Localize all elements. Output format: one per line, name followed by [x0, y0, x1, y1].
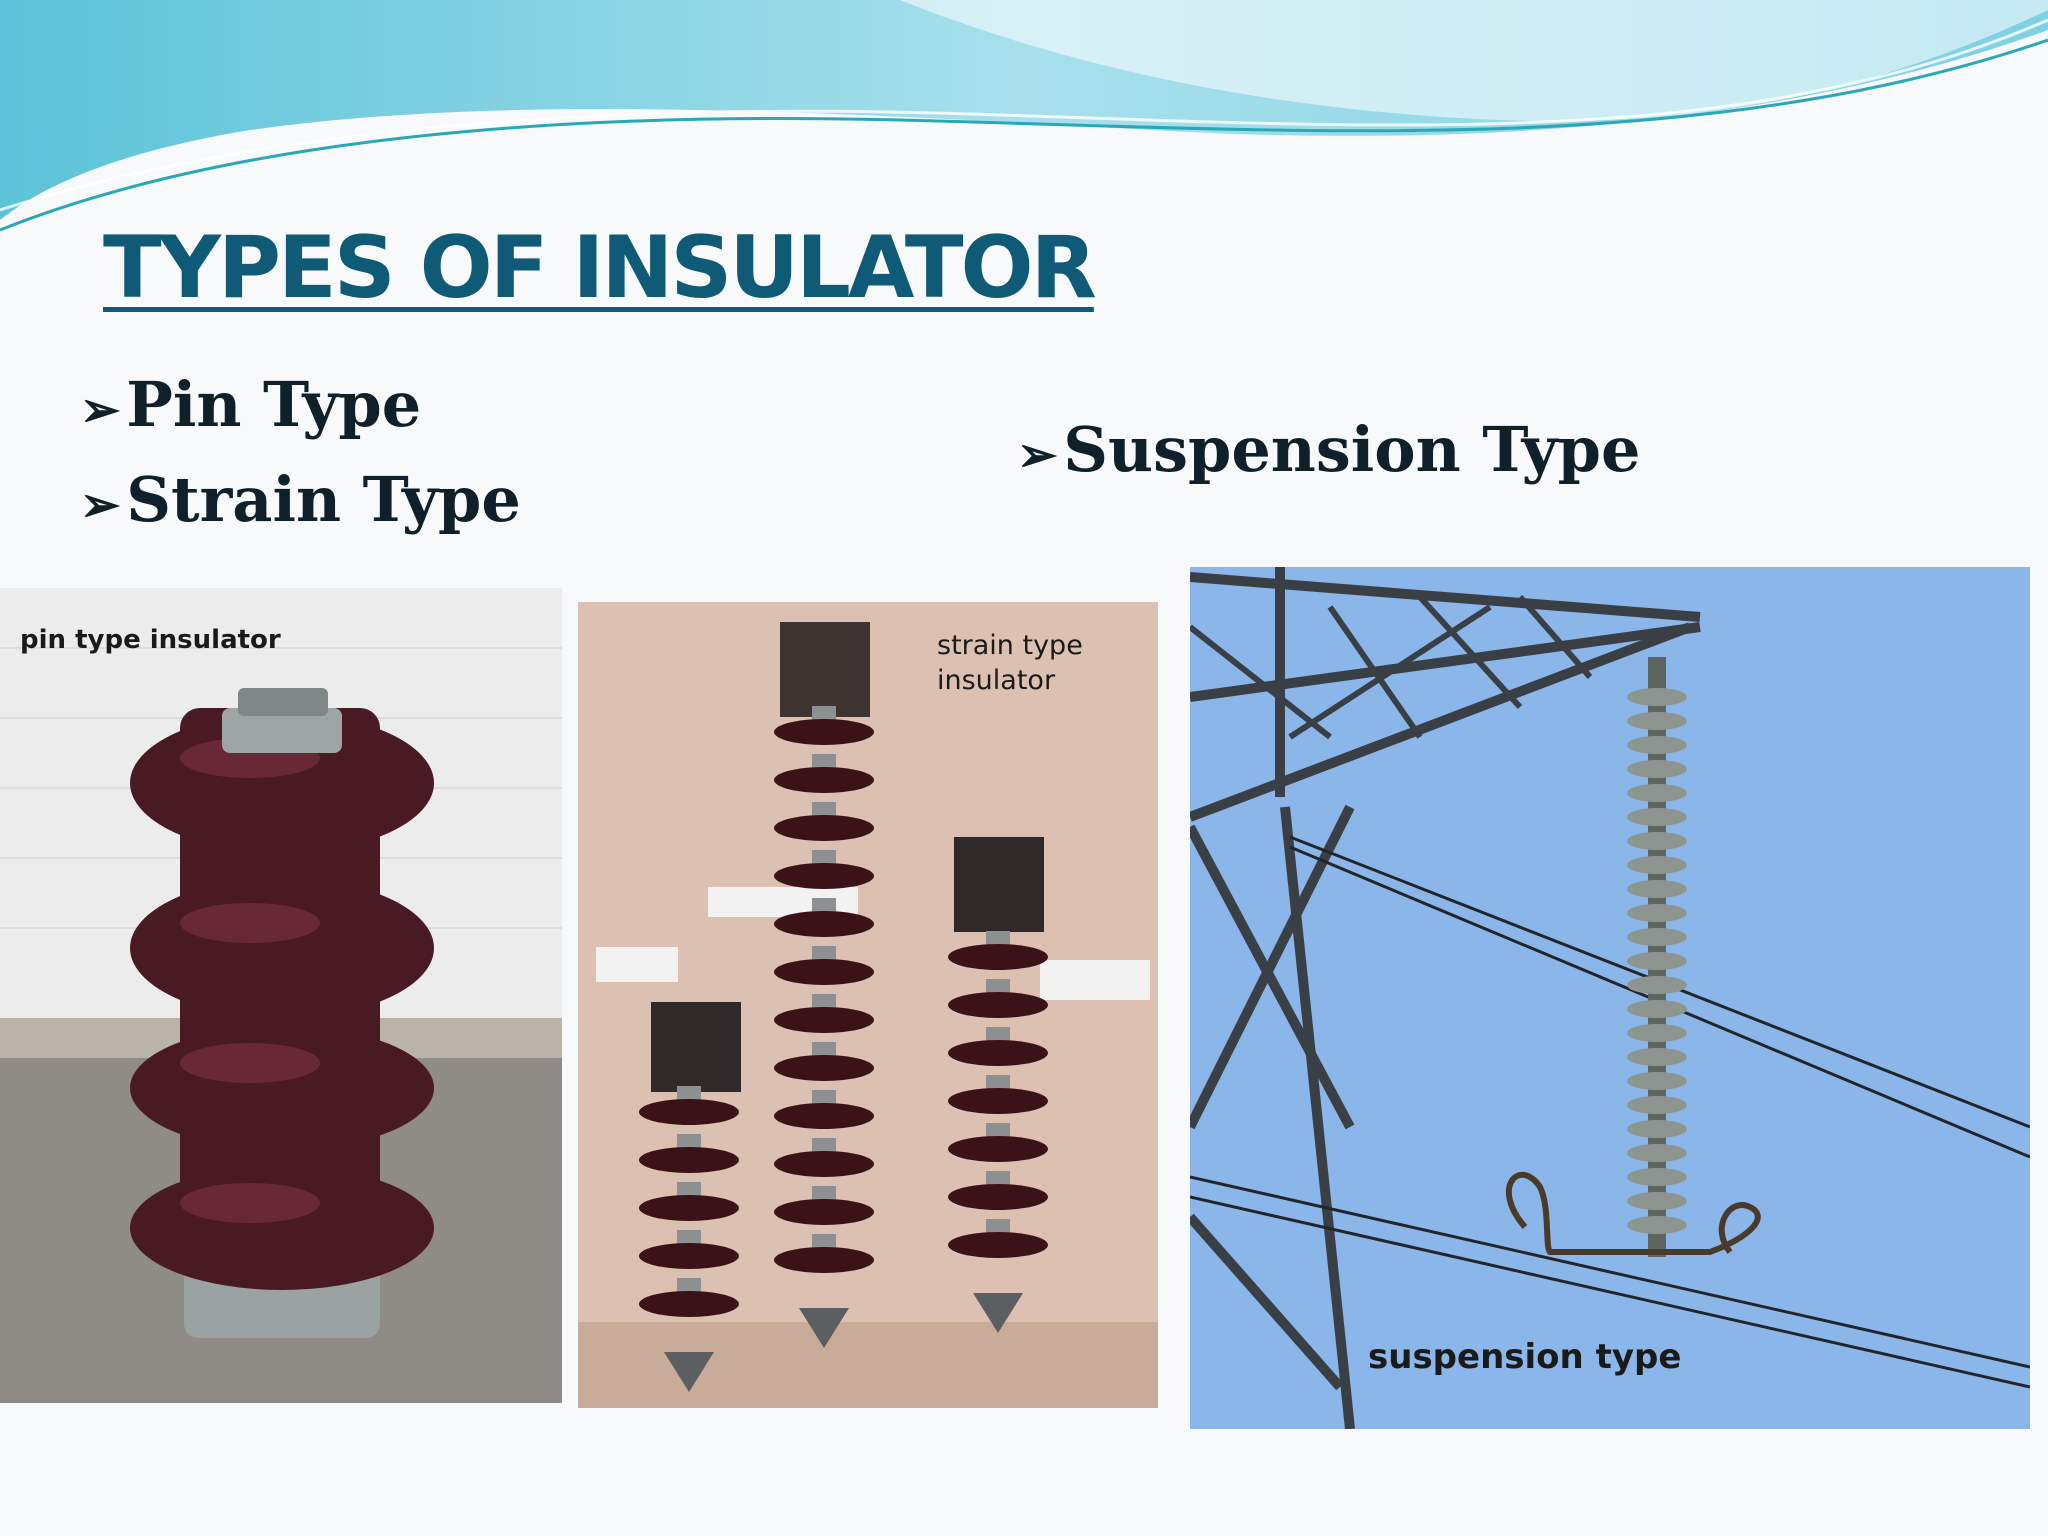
suspension-type-caption: suspension type [1368, 1337, 1682, 1377]
header-wave-decoration [0, 0, 2048, 232]
bullet-pin-type: ➢Pin Type [80, 368, 422, 441]
bullet-suspension-type: ➢Suspension Type [1017, 413, 1641, 486]
slide-title: TYPES OF INSULATOR [103, 218, 1097, 318]
arrow-bullet-icon: ➢ [80, 382, 121, 438]
suspension-type-insulator-photo [1190, 567, 2030, 1429]
strain-type-caption-line2: insulator [937, 665, 1056, 696]
pin-type-insulator-photo [0, 588, 562, 1403]
pin-type-caption: pin type insulator [20, 625, 281, 655]
arrow-bullet-icon: ➢ [80, 477, 121, 533]
bullet-strain-type: ➢Strain Type [80, 463, 521, 536]
strain-type-insulator-photo [578, 602, 1158, 1408]
arrow-bullet-icon: ➢ [1017, 427, 1058, 483]
strain-type-caption-line1: strain type [937, 630, 1083, 661]
